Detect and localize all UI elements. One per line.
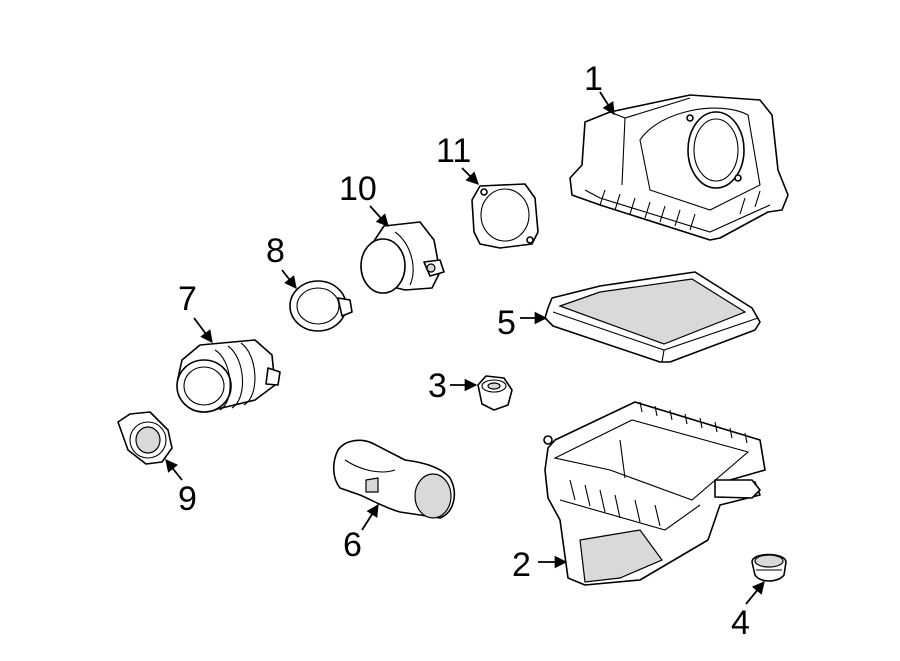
callout-8: 8 <box>266 232 297 289</box>
part-4-insulator <box>751 553 787 582</box>
part-3-grommet <box>477 375 513 411</box>
part-8-clamp <box>289 280 353 332</box>
callout-label-10: 10 <box>339 170 377 208</box>
callout-label-6: 6 <box>343 526 362 564</box>
callout-4: 4 <box>731 581 765 642</box>
leader-arrow-10 <box>369 205 389 227</box>
callout-9: 9 <box>165 459 197 518</box>
callout-1: 1 <box>584 60 615 116</box>
callout-7: 7 <box>178 280 213 344</box>
leader-arrow-8 <box>281 269 297 289</box>
part-2-lower-housing <box>543 401 766 586</box>
leader-arrow-1 <box>599 91 615 116</box>
callout-11: 11 <box>436 132 479 185</box>
callout-label-9: 9 <box>178 480 197 518</box>
callout-label-4: 4 <box>731 604 750 642</box>
callout-label-11: 11 <box>436 132 471 170</box>
callout-10: 10 <box>339 170 389 227</box>
part-7-intake-bellows <box>176 339 281 413</box>
leader-arrow-7 <box>193 317 213 344</box>
callout-5: 5 <box>497 304 548 342</box>
part-9-clamp-ring <box>117 411 173 465</box>
callout-label-5: 5 <box>497 304 516 342</box>
callout-label-7: 7 <box>178 280 197 318</box>
callout-3: 3 <box>428 367 478 405</box>
part-5-filter-element <box>544 271 761 363</box>
leader-arrow-6 <box>361 503 379 531</box>
part-6-outlet-duct <box>332 439 456 519</box>
part-10-maf-sensor <box>360 221 445 294</box>
part-11-gasket <box>471 183 539 249</box>
callout-label-3: 3 <box>428 367 447 405</box>
callout-2: 2 <box>512 546 568 584</box>
callout-6: 6 <box>343 503 379 564</box>
leader-arrow-4 <box>745 581 765 605</box>
leader-arrow-11 <box>461 167 479 185</box>
leader-arrow-9 <box>165 459 183 481</box>
part-1-upper-cover <box>569 94 789 241</box>
callout-label-8: 8 <box>266 232 285 270</box>
callout-label-2: 2 <box>512 546 531 584</box>
callout-label-1: 1 <box>584 60 603 98</box>
